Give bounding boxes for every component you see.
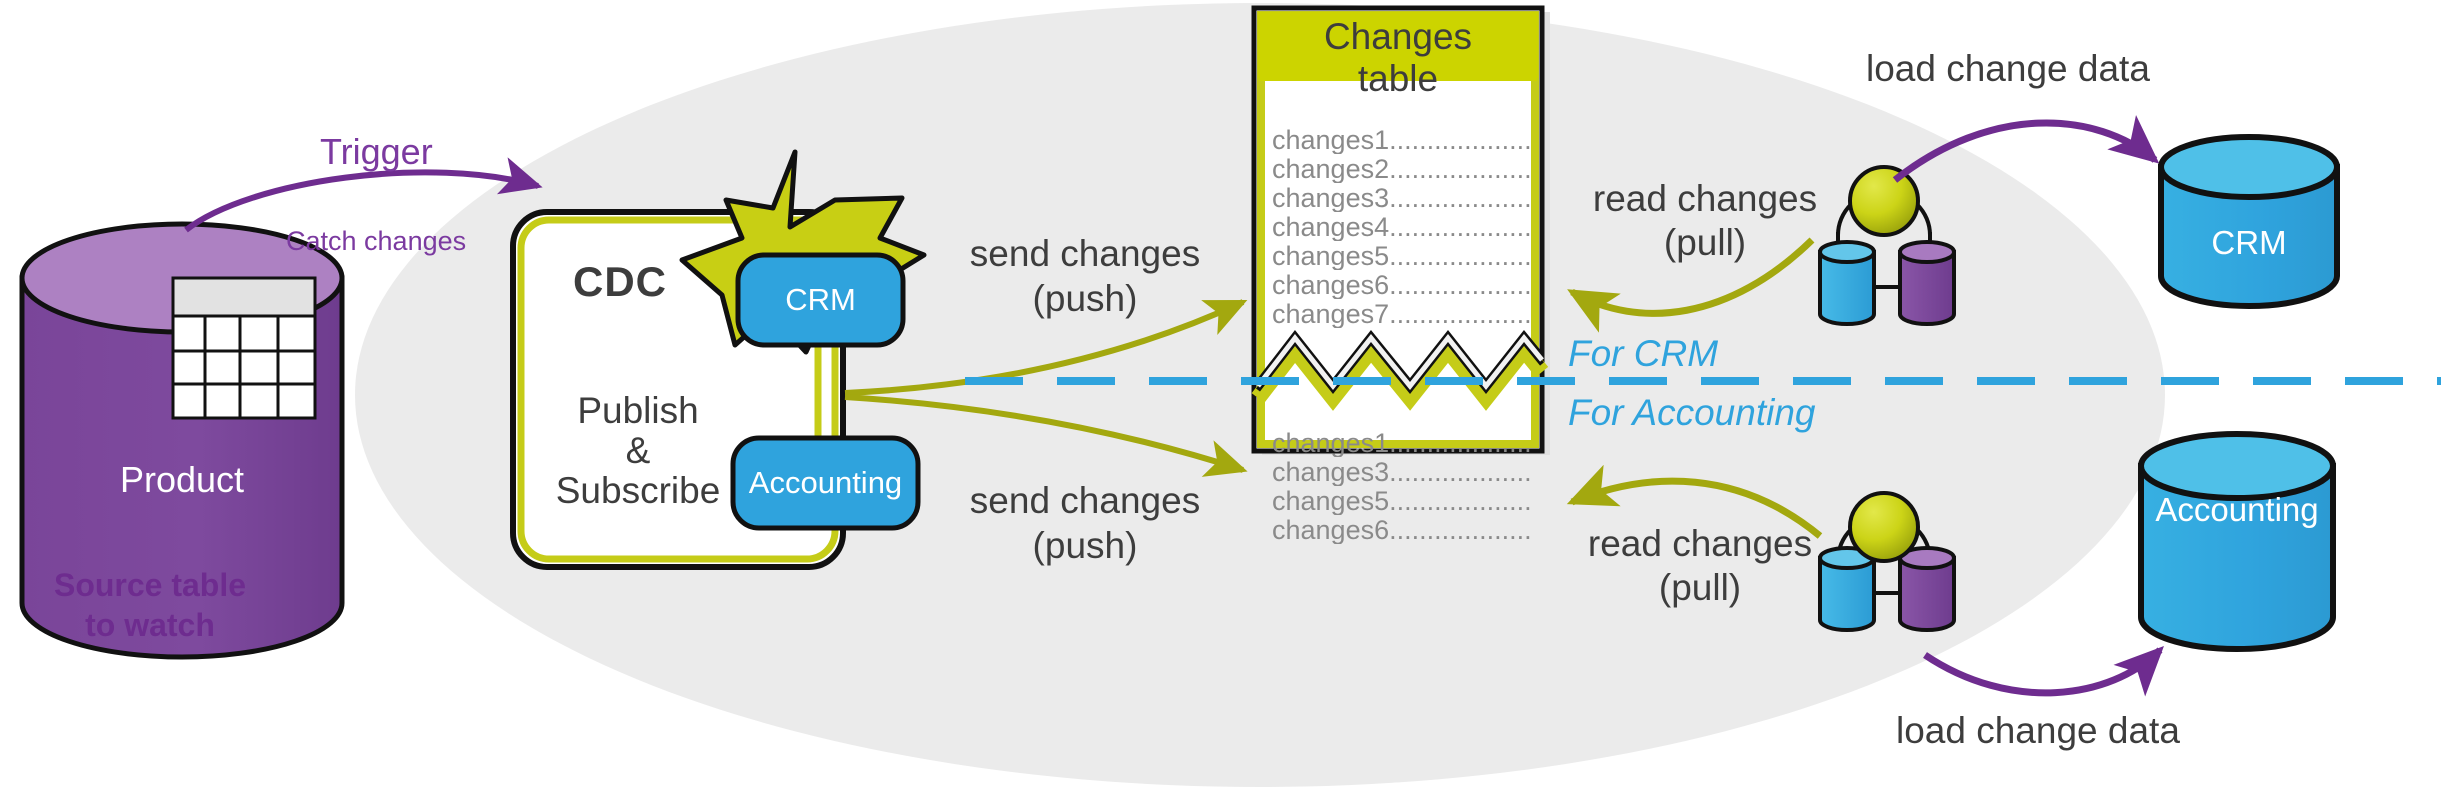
changes-table-lower-rows: changes1...................... changes3.… [1272,428,1530,544]
push-label-accounting-line-1: send changes [969,480,1201,521]
source-table-grid-icon [171,276,317,420]
changes-row: changes6...................... [1272,270,1530,299]
pull-label-crm-line-2: (pull) [1663,222,1747,263]
cdc-title: CDC [573,258,667,305]
load-arrow-crm [1892,115,2160,183]
cdc-subtitle-line-2: & [625,430,651,471]
cdc-subtitle-line-1: Publish [577,390,699,431]
push-arrow-accounting [844,394,1248,477]
target-cylinder-accounting-label: Accounting [2155,491,2319,528]
divider-label-for-crm: For CRM [1568,333,1719,374]
push-arrow-crm [844,299,1248,396]
pull-arrow-accounting [1566,464,1823,539]
topic-chip-crm-label[interactable]: CRM [785,282,856,317]
changes-row: changes7...................... [1272,299,1530,328]
topic-chip-crm-shape [735,252,906,348]
changes-row: changes5...................... [1272,241,1530,270]
target-cylinder-crm-label: CRM [2211,224,2287,261]
source-caption-line-1: Source table [53,567,247,603]
changes-table-upper-rows: changes1...................... changes2.… [1272,125,1530,328]
etl-agent-icon-accounting [1818,491,1956,632]
changes-row: changes3...................... [1272,183,1530,212]
changes-table-header-line-1: Changes [1323,16,1473,57]
changes-row: changes2...................... [1272,154,1530,183]
changes-row: changes1...................... [1272,125,1530,154]
pull-label-accounting-line-1: read changes [1587,523,1813,564]
table-zigzag-divider [1251,329,1549,411]
load-arrow-accounting [1923,646,2164,697]
target-cylinder-accounting [2138,431,2336,652]
changes-table-header-band [1259,13,1537,81]
target-cylinder-crm [2158,134,2340,309]
topic-chip-accounting-shape [730,435,921,531]
cdc-subtitle-line-3: Subscribe [555,470,721,511]
load-label-accounting: load change data [1896,710,2180,751]
changes-row: changes1...................... [1272,428,1530,457]
divider-label-for-accounting: For Accounting [1568,392,1816,433]
changes-table-header-line-2: table [1357,58,1439,99]
trigger-sublabel: Catch changes [286,226,467,256]
push-label-accounting-line-2: (push) [1032,525,1138,566]
source-cylinder-label: Product [119,459,245,500]
etl-agent-icon-crm [1818,165,1956,326]
changes-row: changes6...................... [1272,515,1530,544]
pull-label-accounting-line-2: (pull) [1658,567,1742,608]
load-label-crm: load change data [1866,48,2150,89]
trigger-arrow [184,157,543,233]
trigger-label: Trigger [320,131,433,172]
changes-row: changes5...................... [1272,486,1530,515]
push-label-crm-line-1: send changes [969,233,1201,274]
changes-row: changes3...................... [1272,457,1530,486]
pull-arrow-crm [1567,237,1815,333]
topic-chip-accounting-label[interactable]: Accounting [748,465,903,500]
source-caption-line-2: to watch [85,607,215,643]
push-label-crm-line-2: (push) [1032,278,1138,319]
pull-label-crm-line-1: read changes [1592,178,1818,219]
changes-row: changes4...................... [1272,212,1530,241]
